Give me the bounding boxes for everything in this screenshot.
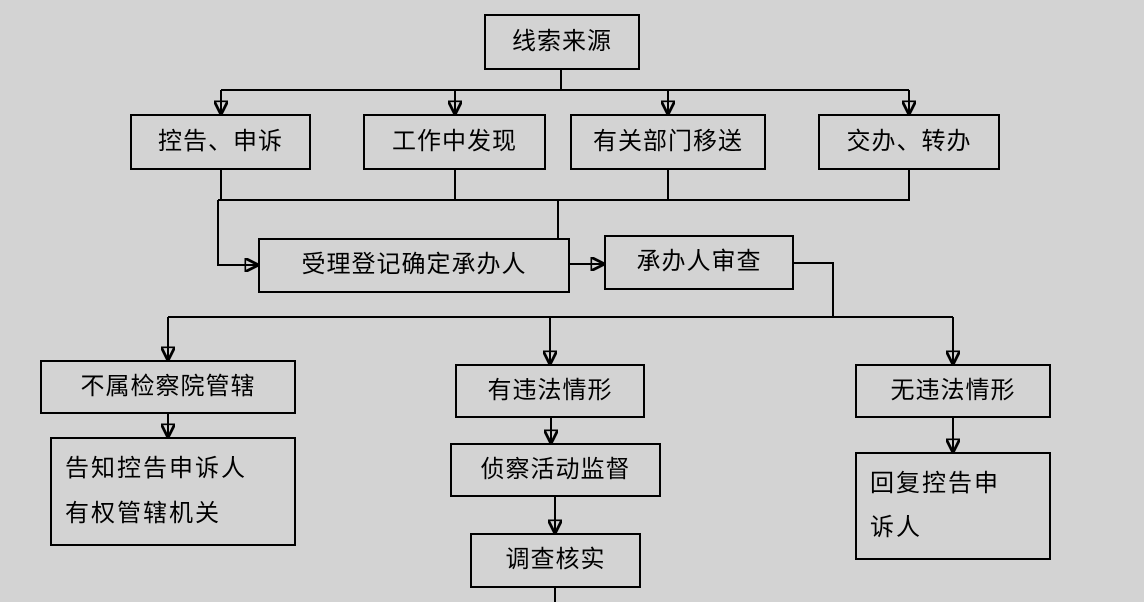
edge-elbow-to-register	[217, 200, 258, 265]
node-work-discovery: 工作中发现	[363, 114, 546, 170]
node-dept-transfer: 有关部门移送	[570, 114, 766, 170]
node-no-violation: 无违法情形	[855, 364, 1051, 418]
node-not-jurisdiction: 不属检察院管辖	[40, 360, 296, 414]
node-inform: 告知控告申诉人 有权管辖机关	[50, 437, 296, 546]
node-has-violation: 有违法情形	[455, 364, 645, 418]
node-reply: 回复控告申 诉人	[855, 452, 1051, 560]
node-register: 受理登记确定承办人	[258, 238, 570, 293]
node-reviewer: 承办人审查	[604, 235, 794, 290]
node-complaint: 控告、申诉	[130, 114, 311, 170]
node-source: 线索来源	[484, 14, 640, 70]
node-assign-transfer: 交办、转办	[818, 114, 1000, 170]
edge-reviewer-elbow	[794, 262, 834, 317]
node-supervision: 侦察活动监督	[450, 443, 661, 497]
node-verify: 调查核实	[470, 533, 641, 588]
